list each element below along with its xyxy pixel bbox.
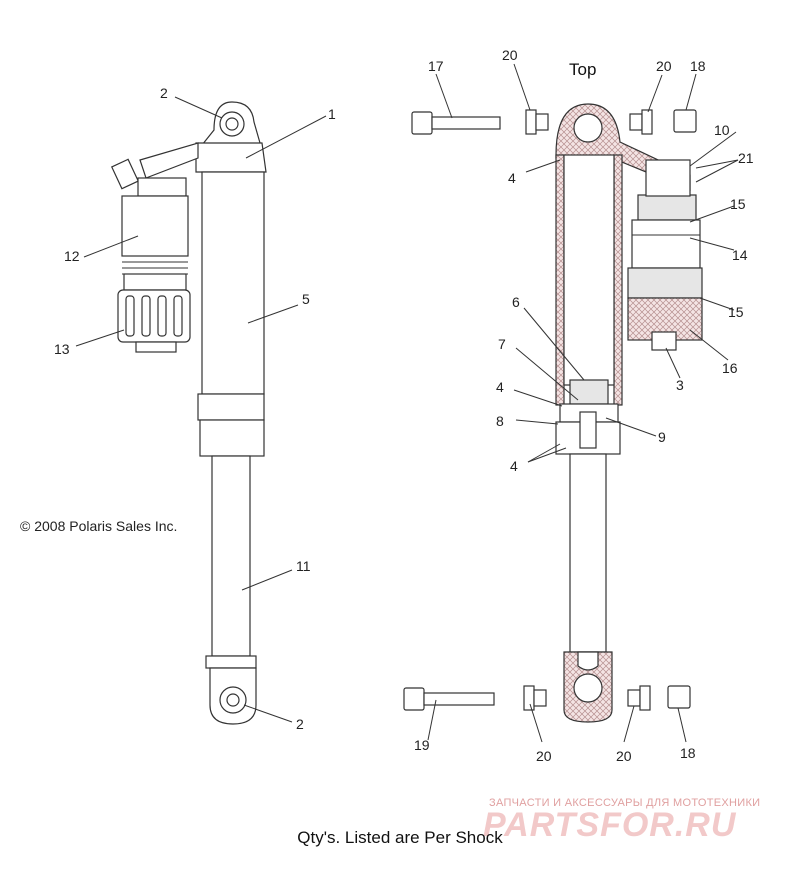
callout-9: 9 bbox=[658, 429, 666, 445]
callout-15: 15 bbox=[730, 196, 746, 212]
watermark-brand: PARTSFOR.RU bbox=[483, 806, 737, 844]
assembled-shock bbox=[110, 101, 267, 725]
shock-cross-section bbox=[555, 103, 703, 723]
callout-6: 6 bbox=[512, 294, 520, 310]
callout-1: 1 bbox=[328, 106, 336, 122]
callout-20: 20 bbox=[616, 748, 632, 764]
callout-3: 3 bbox=[676, 377, 684, 393]
callout-20: 20 bbox=[502, 47, 518, 63]
callout-15: 15 bbox=[728, 304, 744, 320]
callout-4: 4 bbox=[496, 379, 504, 395]
callout-18: 18 bbox=[680, 745, 696, 761]
callout-18: 18 bbox=[690, 58, 706, 74]
reservoir-bands bbox=[122, 255, 188, 275]
callout-12: 12 bbox=[64, 248, 80, 264]
callout-11: 11 bbox=[296, 558, 311, 574]
callout-4: 4 bbox=[508, 170, 516, 186]
callout-2: 2 bbox=[160, 85, 168, 101]
callout-14: 14 bbox=[732, 247, 748, 263]
watermark-subtitle: ЗАПЧАСТИ И АКСЕССУАРЫ ДЛЯ МОТОТЕХНИКИ bbox=[489, 797, 761, 809]
top-label: Top bbox=[569, 60, 596, 79]
callout-2: 2 bbox=[296, 716, 304, 732]
hardware-parts bbox=[403, 109, 697, 711]
figure-caption: Qty's. Listed are Per Shock bbox=[297, 828, 503, 847]
callout-17: 17 bbox=[428, 58, 444, 74]
callout-5: 5 bbox=[302, 291, 310, 307]
callout-20: 20 bbox=[536, 748, 552, 764]
leader-lines bbox=[75, 63, 739, 743]
knurl-ribs bbox=[125, 295, 183, 337]
callout-4: 4 bbox=[510, 458, 518, 474]
callout-20: 20 bbox=[656, 58, 672, 74]
callout-10: 10 bbox=[714, 122, 730, 138]
copyright-notice: © 2008 Polaris Sales Inc. bbox=[20, 518, 178, 534]
callout-7: 7 bbox=[498, 336, 506, 352]
callout-16: 16 bbox=[722, 360, 738, 376]
callout-21: 21 bbox=[738, 150, 754, 166]
callout-labels: 1 2 12 5 13 11 2 17 20 20 18 10 21 4 15 … bbox=[54, 47, 754, 764]
callout-13: 13 bbox=[54, 341, 70, 357]
callout-8: 8 bbox=[496, 413, 504, 429]
callout-19: 19 bbox=[414, 737, 430, 753]
